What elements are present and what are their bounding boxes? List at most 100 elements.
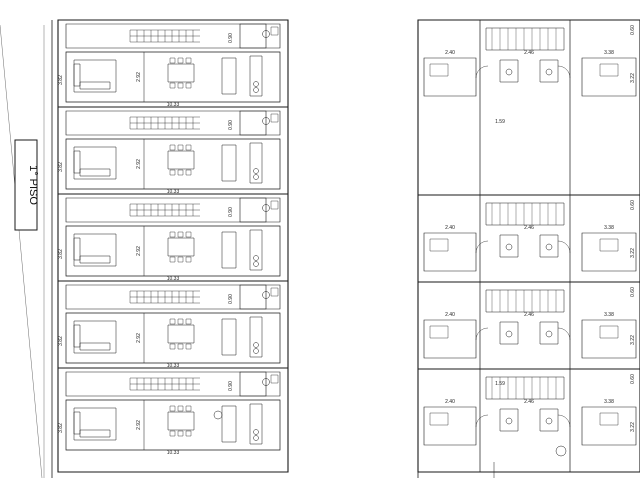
chair xyxy=(178,431,183,436)
service-strip xyxy=(66,24,266,48)
bed xyxy=(430,239,448,251)
chair xyxy=(170,170,175,175)
site-diagonal-line xyxy=(0,25,42,478)
bedroom-left xyxy=(424,320,476,358)
unit-inner-dimension: 2.92 xyxy=(136,420,142,430)
toilet xyxy=(546,418,552,424)
living-room xyxy=(66,139,280,189)
kitchen-island xyxy=(222,58,236,94)
chair xyxy=(186,257,191,262)
service-strip xyxy=(66,285,266,309)
bath-dimension: 2.46 xyxy=(524,50,534,56)
bath xyxy=(540,60,558,82)
dining-table xyxy=(168,64,194,82)
bed xyxy=(430,326,448,338)
chair xyxy=(186,145,191,150)
unit-height-dimension: 3.82 xyxy=(58,75,64,85)
bedroom-left-dimension: 2.40 xyxy=(445,312,455,318)
chair xyxy=(178,58,183,63)
stair xyxy=(486,377,564,399)
door-swing xyxy=(476,66,488,78)
bedroom-right-dimension: 3.38 xyxy=(604,50,614,56)
chair xyxy=(170,319,175,324)
edge-right-dimension: 0.60 xyxy=(630,287,636,297)
sofa xyxy=(80,430,110,437)
living-room xyxy=(66,400,280,450)
kitchen-counter xyxy=(250,143,262,183)
bath-dimension: 2.46 xyxy=(524,225,534,231)
sink xyxy=(271,114,278,122)
armchair xyxy=(74,151,80,173)
sink xyxy=(271,201,278,209)
chair xyxy=(186,406,191,411)
sink xyxy=(271,27,278,35)
unit-width-dimension: 10.33 xyxy=(167,363,180,369)
door-swing xyxy=(476,241,488,253)
sofa xyxy=(80,82,110,89)
bathroom xyxy=(240,24,280,48)
unit-width-dimension: 10.33 xyxy=(167,102,180,108)
toilet xyxy=(546,69,552,75)
toilet xyxy=(506,331,512,337)
living-room xyxy=(66,226,280,276)
unit-inner-dimension: 2.92 xyxy=(136,72,142,82)
bath-dimension: 2.46 xyxy=(524,399,534,405)
cooktop-burner xyxy=(254,82,259,87)
service-strip xyxy=(66,198,266,222)
bedroom-right xyxy=(582,320,636,358)
kitchen-island xyxy=(222,319,236,355)
bath-dimension: 2.46 xyxy=(524,312,534,318)
unit-inner-dimension: 2.92 xyxy=(136,246,142,256)
rug xyxy=(74,60,116,92)
toilet xyxy=(263,205,270,212)
floor-label: 1° PISO xyxy=(27,165,39,205)
door-swing xyxy=(558,328,570,340)
bedroom-left-dimension: 2.40 xyxy=(445,50,455,56)
toilet xyxy=(546,331,552,337)
bedroom-left xyxy=(424,233,476,271)
stair xyxy=(486,203,564,225)
service-strip xyxy=(66,372,266,396)
cooktop-burner xyxy=(254,88,259,93)
cooktop-burner xyxy=(254,436,259,441)
bathroom xyxy=(240,111,280,135)
dining-table xyxy=(168,412,194,430)
bedroom-left-dimension: 2.40 xyxy=(445,225,455,231)
armchair xyxy=(74,412,80,434)
unit-top-dimension: 0.90 xyxy=(228,294,234,304)
unit-height-dimension: 3.82 xyxy=(58,336,64,346)
dining-table xyxy=(168,325,194,343)
unit-height-dimension: 3.82 xyxy=(58,423,64,433)
chair xyxy=(170,58,175,63)
chair xyxy=(186,431,191,436)
bedroom-right-dimension: 3.38 xyxy=(604,312,614,318)
height-right-dimension: 3.22 xyxy=(630,73,636,83)
kitchen-island xyxy=(222,232,236,268)
cooktop-burner xyxy=(254,256,259,261)
toilet xyxy=(263,292,270,299)
bedroom-left-dimension: 2.40 xyxy=(445,399,455,405)
door-swing xyxy=(476,328,488,340)
chair xyxy=(170,431,175,436)
bedroom-right-dimension: 3.38 xyxy=(604,399,614,405)
chair xyxy=(178,170,183,175)
chair xyxy=(170,145,175,150)
toilet xyxy=(506,69,512,75)
unit-height-dimension: 3.82 xyxy=(58,249,64,259)
toilet xyxy=(263,118,270,125)
kitchen-island xyxy=(222,406,236,442)
chair xyxy=(170,257,175,262)
column-marker xyxy=(556,446,566,456)
chair xyxy=(178,406,183,411)
chair xyxy=(170,344,175,349)
chair xyxy=(186,170,191,175)
kitchen-counter xyxy=(250,404,262,444)
toilet xyxy=(506,418,512,424)
unit-width-dimension: 10.33 xyxy=(167,450,180,456)
